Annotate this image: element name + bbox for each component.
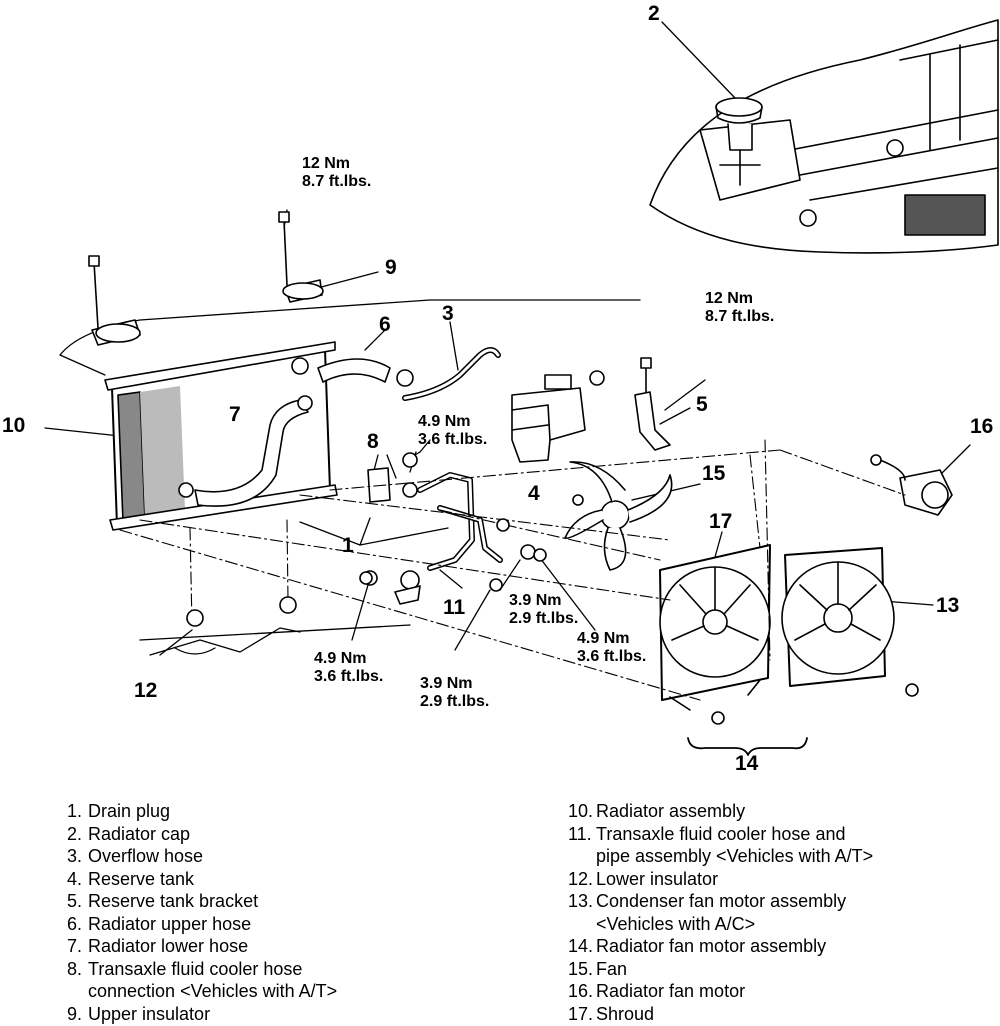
callout-2: 2 [648, 2, 660, 25]
callout-3: 3 [442, 302, 454, 325]
callout-11: 11 [443, 596, 466, 619]
legend-item-6: 6.Radiator upper hose [66, 913, 252, 934]
radiator-cap [715, 97, 763, 186]
legend-right: 10.Radiator assembly 11.Transaxle fluid … [568, 800, 873, 1025]
legend-item-12: 12.Lower insulator [568, 868, 719, 889]
legend-item-15: 15.Fan [568, 958, 628, 979]
callout-8: 8 [367, 430, 379, 453]
overflow-hose [402, 347, 501, 401]
callout-16: 16 [970, 415, 994, 438]
callout-4: 4 [528, 482, 540, 505]
callout-1: 1 [342, 534, 354, 557]
upper-hose [291, 357, 414, 387]
legend-item-17: 17.Shroud [568, 1003, 655, 1024]
exploded-diagram [44, 19, 999, 756]
legend-item-2: 2.Radiator cap [66, 823, 191, 844]
assembly-lines [119, 439, 906, 701]
legend-item-5: 5.Reserve tank bracket [66, 891, 259, 911]
legend-item-9: 9.Upper insulator [66, 1003, 211, 1024]
legend-item-10: 10.Radiator assembly [568, 801, 746, 821]
legend-item-13: 13.Condenser fan motor assembly<Vehicles… [568, 891, 847, 934]
reserve-tank [511, 370, 605, 463]
lower-hose [178, 395, 313, 507]
upper-insulators [88, 211, 324, 346]
callout-15: 15 [702, 462, 726, 485]
legend-item-14: 14.Radiator fan motor assembly [568, 936, 827, 956]
condenser-fan [781, 547, 919, 697]
callout-14: 14 [735, 752, 759, 775]
fan-motor [870, 454, 953, 516]
callout-7: 7 [229, 403, 241, 426]
callout-12: 12 [134, 679, 158, 702]
bolts [186, 518, 547, 627]
legend-item-3: 3.Overflow hose [66, 846, 204, 866]
engine-illustration [649, 19, 999, 254]
callout-9: 9 [385, 256, 397, 279]
legend-left: 1.Drain plug 2.Radiator cap 3.Overflow h… [60, 800, 337, 1025]
callout-5: 5 [696, 393, 708, 416]
legend-item-1: 1.Drain plug [66, 801, 171, 821]
reserve-tank-bracket [634, 357, 671, 451]
legend-item-4: 4.Reserve tank [66, 868, 195, 889]
callout-17: 17 [709, 510, 733, 533]
callout-13: 13 [936, 594, 960, 617]
cooler-pipes [362, 452, 536, 605]
fan [564, 461, 673, 571]
radiator-fan-shroud [659, 544, 771, 725]
legend-item-7: 7.Radiator lower hose [66, 936, 249, 956]
bracket-14 [687, 737, 808, 756]
callout-10: 10 [2, 414, 26, 437]
legend-item-16: 16.Radiator fan motor [568, 981, 746, 1001]
callout-6: 6 [379, 313, 391, 336]
radiator-assembly [104, 341, 338, 531]
